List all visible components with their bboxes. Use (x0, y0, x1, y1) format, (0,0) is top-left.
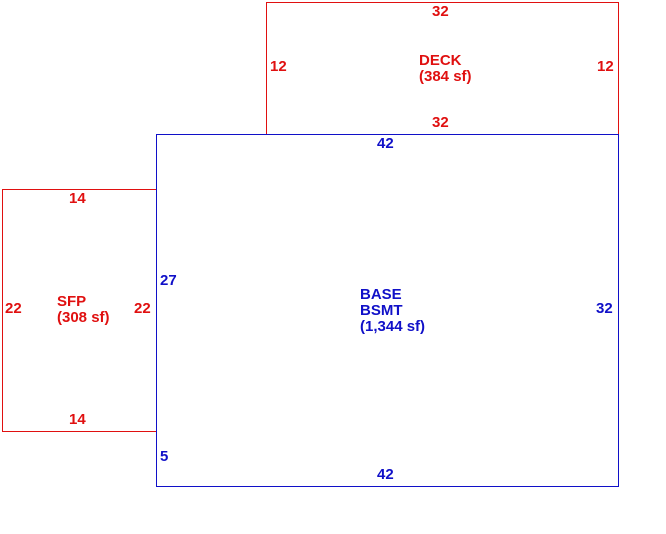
deck-name: DECK (419, 52, 462, 69)
base-top-dimension: 42 (377, 135, 394, 152)
sfp-name: SFP (57, 293, 87, 310)
sfp-area: (308 sf) (57, 309, 110, 326)
base-right-dimension: 32 (596, 300, 613, 317)
deck-bottom-dimension: 32 (432, 114, 449, 131)
base-bsmt-area-label: BASE BSMT (1,344 sf) (360, 287, 425, 335)
sfp-left-dimension: 22 (5, 300, 22, 317)
base-area: (1,344 sf) (360, 318, 426, 335)
base-bsmt-outline (156, 134, 619, 487)
sfp-right-dimension: 22 (134, 300, 151, 317)
deck-right-dimension: 12 (597, 58, 614, 75)
deck-top-dimension: 32 (432, 3, 449, 20)
deck-area-label: DECK (384 sf) (419, 53, 472, 85)
deck-left-dimension: 12 (270, 58, 287, 75)
sfp-area-label: SFP (308 sf) (57, 294, 110, 326)
base-name-line2: BSMT (360, 302, 403, 319)
sfp-bottom-dimension: 14 (69, 411, 86, 428)
base-bottom-dimension: 42 (377, 466, 394, 483)
base-left-lower-dimension: 5 (160, 448, 169, 465)
deck-area: (384 sf) (419, 68, 472, 85)
base-left-upper-dimension: 27 (160, 272, 177, 289)
base-name-line1: BASE (360, 286, 402, 303)
sfp-top-dimension: 14 (69, 190, 86, 207)
